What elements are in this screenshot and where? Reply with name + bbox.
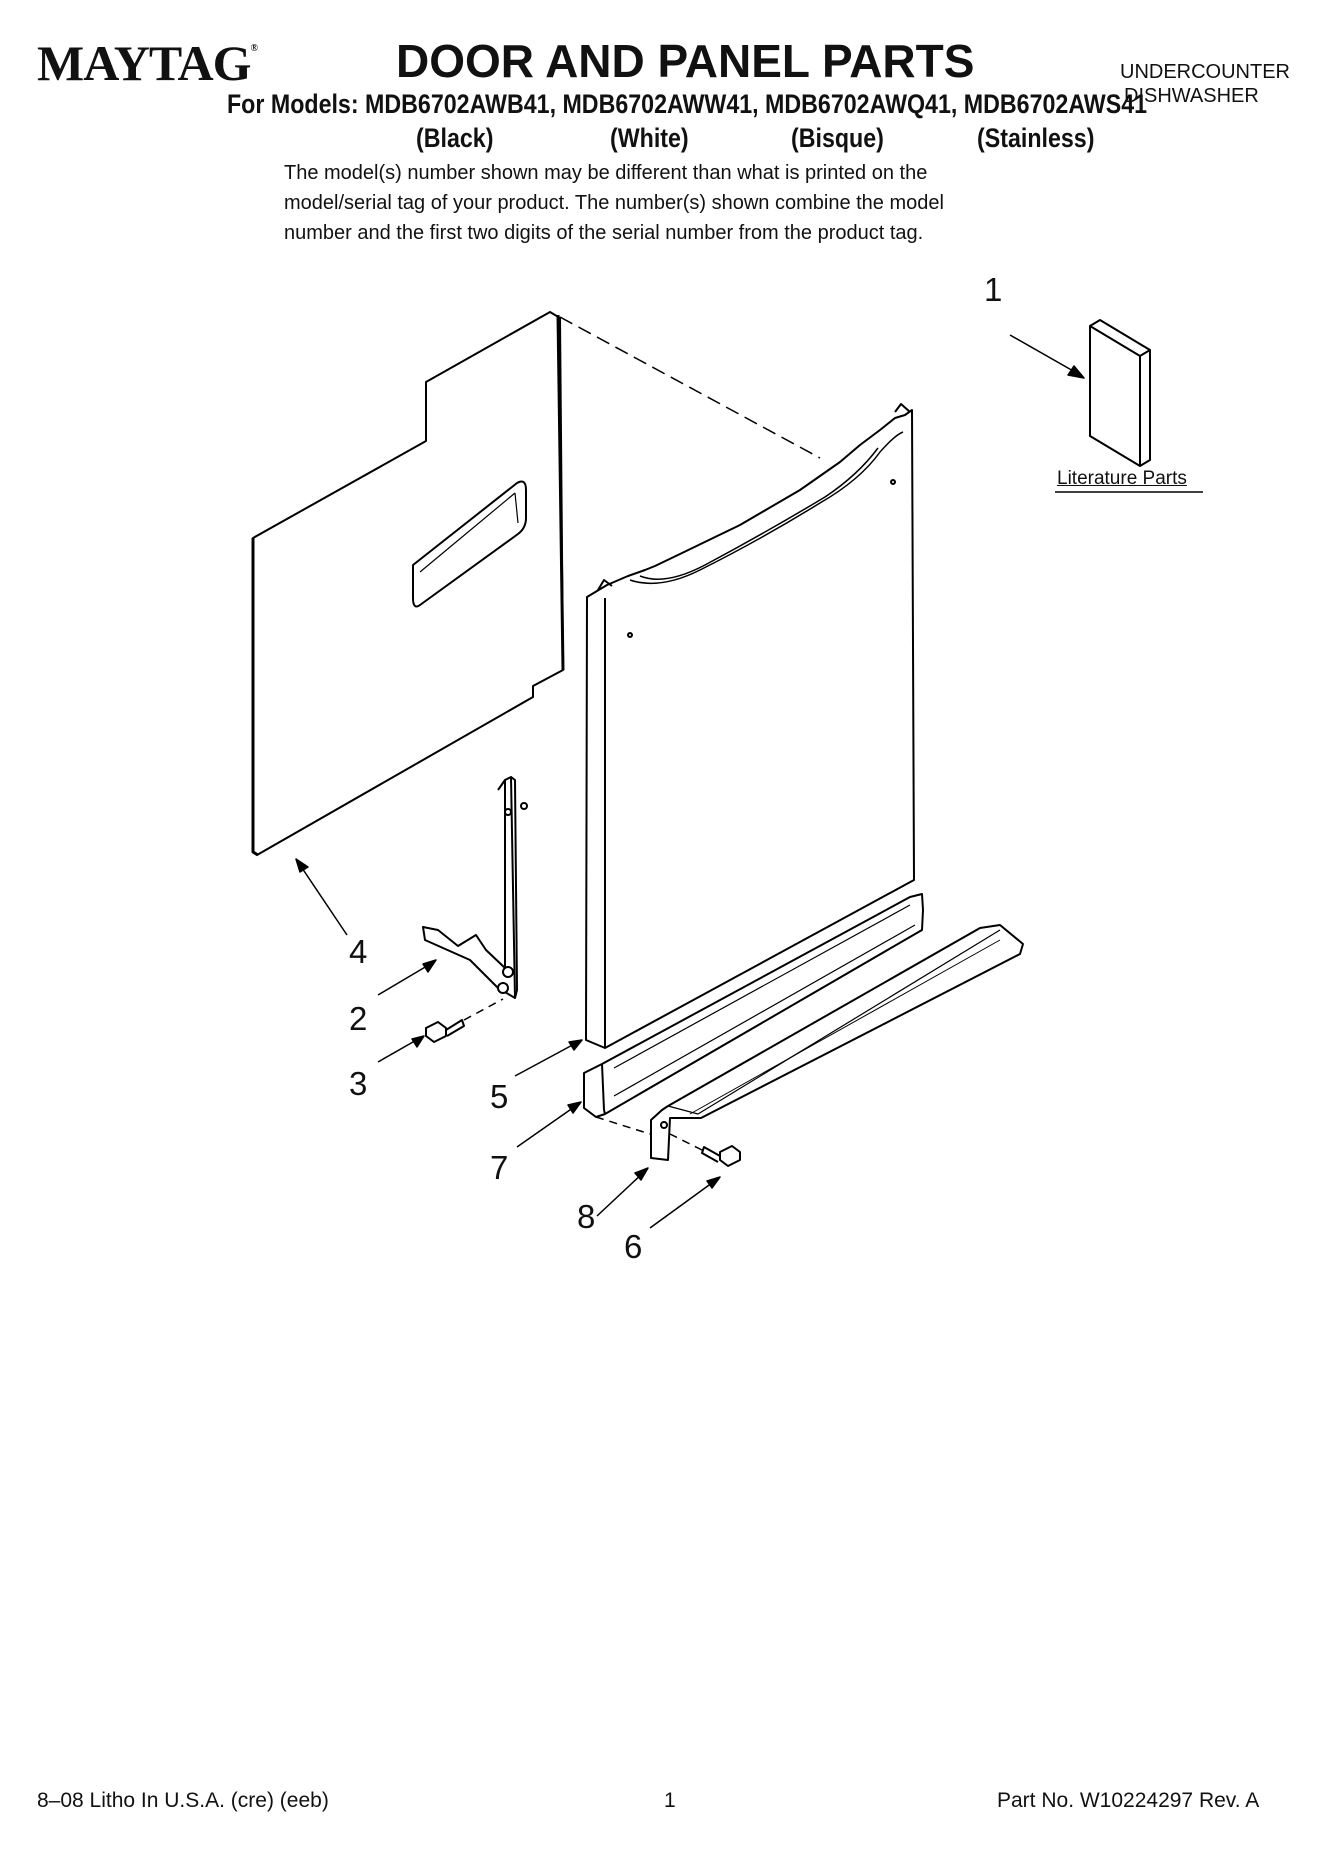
category-line-1: UNDERCOUNTER (1120, 61, 1290, 83)
footer-page-number: 1 (664, 1789, 676, 1812)
color-white: (White) (610, 123, 689, 153)
guide-line-panel-door (559, 316, 821, 459)
part-1-literature (1089, 319, 1151, 467)
leader-5 (514, 1041, 579, 1077)
guide-line-kick-plate (595, 1116, 651, 1135)
leader-2 (377, 962, 433, 996)
guide-line-screw-bracket (463, 998, 504, 1021)
arrow-5 (568, 1039, 583, 1051)
registered-mark: ® (250, 43, 258, 54)
arrow-4 (295, 858, 309, 873)
part-3-screw (425, 1019, 465, 1043)
page-title: DOOR AND PANEL PARTS (396, 35, 975, 87)
category-line-2: DISHWASHER (1124, 85, 1259, 107)
callout-7: 7 (490, 1149, 509, 1186)
leader-4 (297, 861, 348, 936)
footer-part-number: Part No. W10224297 Rev. A (997, 1789, 1260, 1812)
leader-6 (649, 1179, 717, 1229)
literature-parts-label: Literature Parts (1057, 468, 1187, 489)
note-line-2: model/serial tag of your product. The nu… (284, 192, 944, 214)
arrow-1 (1067, 365, 1085, 379)
leader-8 (596, 1171, 645, 1217)
models-line: For Models: MDB6702AWB41, MDB6702AWW41, … (227, 89, 1148, 119)
arrow-6 (706, 1176, 721, 1189)
callout-1: 1 (984, 271, 1003, 308)
callout-3: 3 (349, 1065, 368, 1102)
callout-6: 6 (624, 1228, 643, 1265)
part-6-screw (701, 1145, 741, 1167)
color-bisque: (Bisque) (791, 123, 884, 153)
color-stainless: (Stainless) (977, 123, 1095, 153)
guide-line-screw-toe (669, 1133, 703, 1151)
model-note: The model(s) number shown may be differe… (284, 158, 944, 248)
part-7-kick-plate (583, 893, 924, 1118)
note-line-3: number and the first two digits of the s… (284, 222, 924, 244)
callout-5: 5 (490, 1078, 509, 1115)
part-2-hinge-bracket (422, 776, 528, 999)
arrow-2 (422, 959, 437, 973)
color-black: (Black) (416, 123, 494, 153)
brand-logo: MAYTAG® (37, 35, 258, 91)
leader-lines (295, 334, 1085, 1229)
part-5-door-panel (585, 403, 915, 1049)
arrow-3 (411, 1035, 425, 1048)
note-line-1: The model(s) number shown may be differe… (284, 162, 928, 184)
brand-name: MAYTAG (37, 35, 251, 91)
leader-1 (1009, 334, 1083, 377)
callout-8: 8 (577, 1198, 596, 1235)
arrow-8 (634, 1167, 649, 1181)
leader-7 (516, 1104, 578, 1148)
part-8-toe-panel (650, 924, 1024, 1161)
arrow-7 (567, 1101, 582, 1114)
callout-4: 4 (349, 933, 368, 970)
footer-print-info: 8–08 Litho In U.S.A. (cre) (eeb) (37, 1789, 329, 1812)
part-4-side-panel (251, 311, 565, 857)
callout-2: 2 (349, 1000, 368, 1037)
